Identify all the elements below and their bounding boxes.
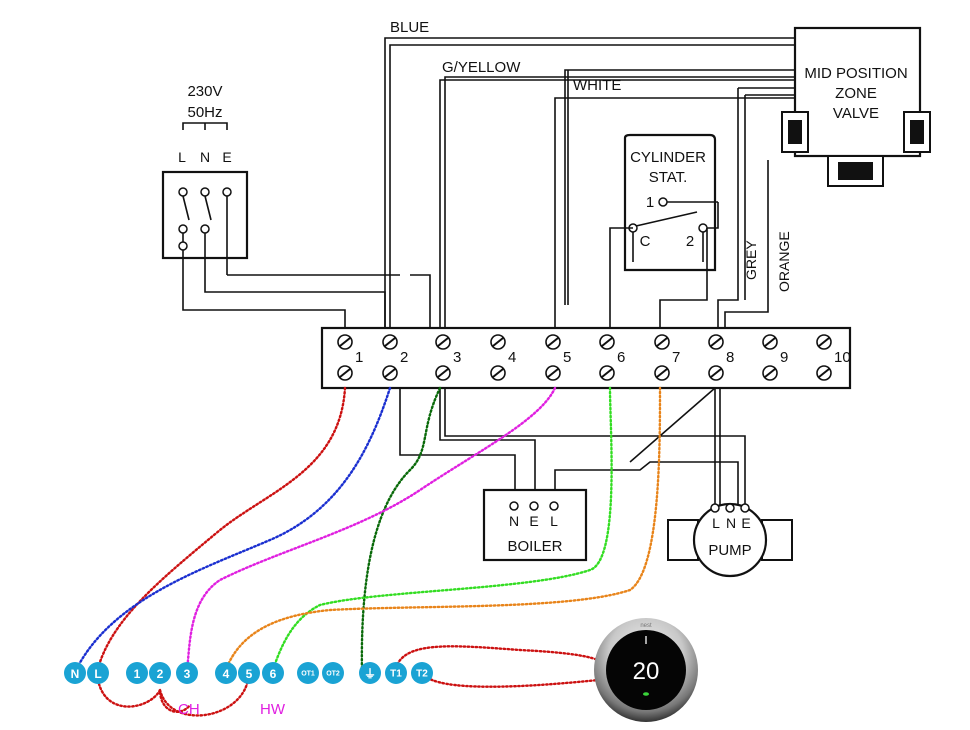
boiler-pump-wires <box>399 387 746 505</box>
nest-terminal-label: 3 <box>184 667 191 681</box>
pump-terminal-e: E <box>741 515 750 531</box>
nest-terminal-label: 4 <box>223 667 230 681</box>
terminal-number-4: 4 <box>508 349 516 366</box>
terminal-number-9: 9 <box>780 349 788 366</box>
supply-voltage: 230V <box>187 83 222 100</box>
group-label-hw: HW <box>260 701 286 718</box>
thermostat-temperature: 20 <box>633 658 660 685</box>
wire-red-t1 <box>393 645 600 674</box>
nest-terminal-label: ⏚ <box>364 667 376 681</box>
zone-valve-label-1: MID POSITION <box>804 65 907 82</box>
wire-darkgreen-e <box>360 386 442 674</box>
terminal-number-2: 2 <box>400 349 408 366</box>
cylinder-stat-label-2: STAT. <box>649 169 688 186</box>
supply-terminal-e: E <box>222 149 231 165</box>
terminal-number-5: 5 <box>563 349 571 366</box>
nest-terminal-t2[interactable]: T2 <box>411 662 433 684</box>
zone-valve: MID POSITION ZONE VALVE <box>781 26 931 187</box>
thermostat-brand: nest <box>640 623 652 629</box>
wire-red-link-l-2 <box>95 670 192 713</box>
terminal-number-10: 10 <box>834 349 851 366</box>
nest-terminal-label: OT1 <box>301 671 315 678</box>
supply-terminal-l: L <box>178 149 186 165</box>
nest-thermostat: nest 20 <box>594 618 698 722</box>
pump-label: PUMP <box>708 542 751 559</box>
wire-label-blue: BLUE <box>390 19 429 36</box>
nest-terminal-label: L <box>94 667 101 681</box>
cylinder-stat-terminal-2: 2 <box>686 233 694 250</box>
boiler-terminal-n: N <box>509 513 519 529</box>
cylinder-stat-terminal-c: C <box>640 233 651 250</box>
nest-terminal-label: OT2 <box>326 671 340 678</box>
wire-label-orange: ORANGE <box>776 231 792 292</box>
zone-valve-label-2: ZONE <box>835 85 877 102</box>
nest-terminal-3[interactable]: 3 <box>176 662 198 684</box>
nest-terminal-label: T1 <box>390 669 402 680</box>
nest-terminal-4[interactable]: 4 <box>215 662 237 684</box>
nest-terminal-1[interactable]: 1 <box>126 662 148 684</box>
nest-terminal-ot1[interactable]: OT1 <box>297 662 319 684</box>
wire-green-hw <box>270 386 613 674</box>
nest-terminal-earth[interactable]: ⏚ <box>359 662 381 684</box>
zone-valve-label-3: VALVE <box>833 105 879 122</box>
nest-terminal-6[interactable]: 6 <box>262 662 284 684</box>
wire-label-g-yellow: G/YELLOW <box>442 59 521 76</box>
nest-wiring <box>73 386 662 717</box>
valve-wires: BLUE G/YELLOW WHITE GREY ORANGE <box>384 19 795 330</box>
wire-red-link-2-5 <box>158 678 250 717</box>
boiler-label: BOILER <box>507 538 562 555</box>
nest-terminal-t1[interactable]: T1 <box>385 662 407 684</box>
nest-terminal-label: 6 <box>270 667 277 681</box>
nest-terminal-label: 1 <box>134 667 141 681</box>
wire-red-l <box>95 386 347 674</box>
cylinder-stat-terminal-1: 1 <box>646 194 654 211</box>
nest-terminal-label: N <box>71 667 80 681</box>
terminal-number-3: 3 <box>453 349 461 366</box>
boiler-terminal-e: E <box>529 513 538 529</box>
wire-blue-n <box>73 386 392 674</box>
leaf-icon <box>643 692 649 696</box>
wire-label-grey: GREY <box>743 240 759 280</box>
wire-magenta-ch <box>185 386 557 674</box>
nest-terminal-label: 5 <box>246 667 253 681</box>
nest-terminal-2[interactable]: 2 <box>149 662 171 684</box>
wire-label-white: WHITE <box>573 77 621 94</box>
terminal-number-7: 7 <box>672 349 680 366</box>
cylinder-stat: CYLINDER STAT. 1 C 2 <box>609 133 719 330</box>
terminal-number-1: 1 <box>355 349 363 366</box>
terminal-number-6: 6 <box>617 349 625 366</box>
supply-terminal-n: N <box>200 149 210 165</box>
pump-terminal-n: N <box>726 515 736 531</box>
cylinder-stat-label-1: CYLINDER <box>630 149 706 166</box>
terminal-number-8: 8 <box>726 349 734 366</box>
nest-terminal-ot2[interactable]: OT2 <box>322 662 344 684</box>
boiler: N E L BOILER <box>482 488 588 562</box>
terminal-strip: 1 2 3 4 5 6 7 8 9 10 <box>320 326 852 390</box>
pump: L N E PUMP <box>667 502 793 578</box>
nest-terminal-n[interactable]: N <box>64 662 86 684</box>
wire-orange-t <box>223 386 662 674</box>
group-label-ch: CH <box>178 701 200 718</box>
supply-frequency: 50Hz <box>187 104 222 121</box>
nest-terminal-label: 2 <box>157 667 164 681</box>
nest-terminal-label: T2 <box>416 669 428 680</box>
wire-red-t2 <box>420 670 600 688</box>
nest-terminal-5[interactable]: 5 <box>238 662 260 684</box>
thermostat-display <box>606 630 686 710</box>
boiler-terminal-l: L <box>550 513 558 529</box>
pump-terminal-l: L <box>712 515 720 531</box>
nest-terminal-l[interactable]: L <box>87 662 109 684</box>
